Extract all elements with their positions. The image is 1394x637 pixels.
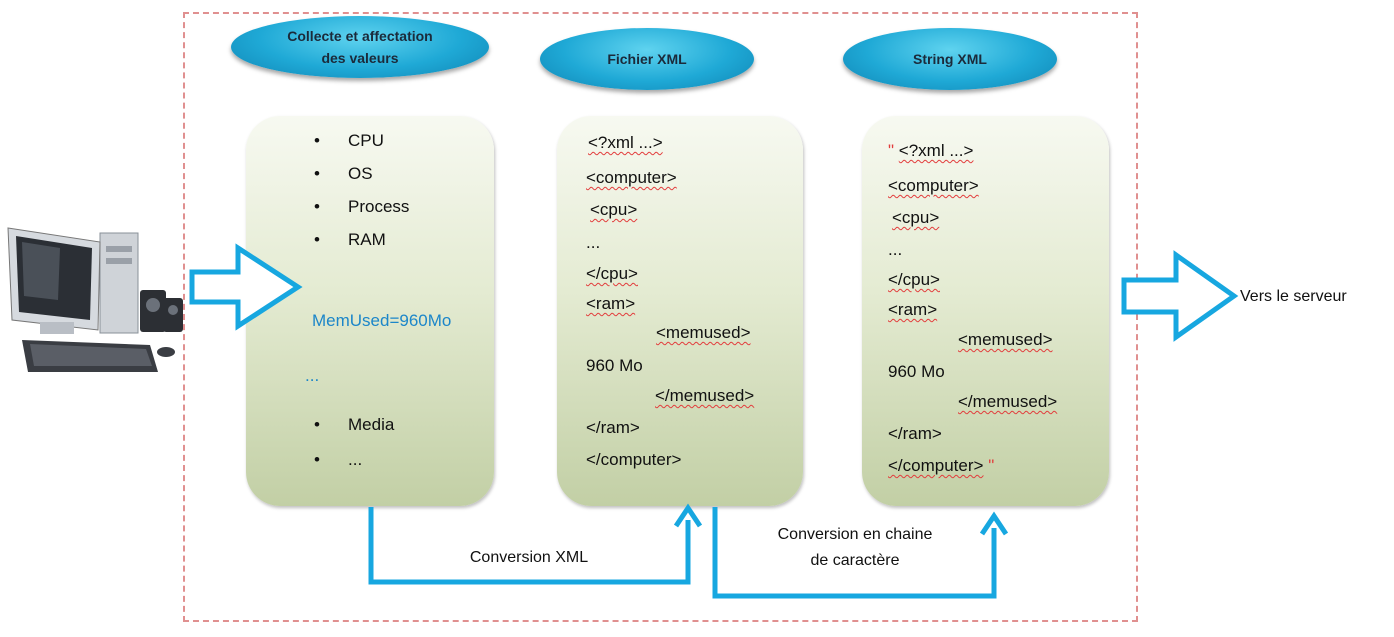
xml-string-header: String XML: [843, 28, 1057, 90]
string-line-cpu-close: </cpu>: [888, 270, 940, 289]
collect-item-process: Process: [314, 197, 410, 217]
conversion-string-label-line2: de caractère: [810, 552, 900, 569]
string-line-declaration: <?xml ...>: [898, 141, 974, 160]
xml-line-cpu-close: </cpu>: [586, 264, 638, 283]
conversion-xml-arrowhead: [673, 503, 703, 528]
collect-memused: MemUsed=960Mo: [312, 311, 452, 330]
input-arrow: [189, 243, 303, 331]
output-arrow: [1121, 250, 1239, 342]
string-line-computer-close: </computer>: [888, 456, 984, 475]
collect-item-media: Media: [314, 415, 395, 435]
string-close-quote: ": [988, 456, 995, 475]
server-label: Vers le serveur: [1240, 288, 1347, 305]
conversion-string-label: Conversion en chaine de caractère: [748, 522, 962, 574]
collect-item-cpu: CPU: [314, 131, 384, 151]
diagram-boundary: [183, 12, 1138, 622]
xml-file-header-label: Fichier XML: [607, 51, 687, 67]
collect-ellipsis: ...: [305, 366, 320, 385]
string-line-memused-value: 960 Mo: [888, 362, 945, 381]
string-line-cpu-ellipsis: ...: [888, 240, 903, 259]
string-open-quote: ": [888, 141, 895, 160]
string-line-memused-close: </memused>: [958, 392, 1058, 411]
collect-item-os: OS: [315, 164, 373, 184]
xml-string-header-label: String XML: [913, 51, 987, 67]
xml-line-memused-close: </memused>: [655, 386, 755, 405]
collect-header: Collecte et affectation des valeurs: [231, 16, 489, 78]
collect-header-line2: des valeurs: [321, 50, 399, 66]
xml-line-memused-open: <memused>: [656, 323, 751, 342]
string-line-ram-close: </ram>: [888, 424, 942, 443]
xml-line-memused-value: 960 Mo: [586, 356, 643, 375]
xml-line-computer-close: </computer>: [586, 450, 682, 469]
xml-file-header: Fichier XML: [540, 28, 754, 90]
collect-item-more: ...: [314, 450, 363, 470]
conversion-string-arrowhead: [979, 511, 1009, 536]
xml-line-declaration: <?xml ...>: [588, 133, 663, 152]
xml-line-cpu-open: <cpu>: [590, 200, 638, 219]
collect-header-line1: Collecte et affectation: [287, 28, 433, 44]
string-line-computer-open: <computer>: [888, 176, 979, 195]
conversion-xml-label: Conversion XML: [469, 549, 589, 566]
conversion-xml-connector: [368, 507, 691, 585]
conversion-string-label-line1: Conversion en chaine: [777, 526, 933, 543]
string-line-memused-open: <memused>: [958, 330, 1053, 349]
xml-line-ram-close: </ram>: [586, 418, 640, 437]
collect-item-ram: RAM: [314, 230, 386, 250]
conversion-string-connector: [712, 507, 997, 599]
string-line-ram-open: <ram>: [888, 300, 938, 319]
xml-line-computer-open: <computer>: [586, 168, 677, 187]
xml-string-card: [862, 116, 1109, 506]
xml-line-ram-open: <ram>: [586, 294, 636, 313]
xml-line-cpu-ellipsis: ...: [586, 233, 601, 252]
string-line-cpu-open: <cpu>: [892, 208, 940, 227]
xml-file-card: [557, 116, 803, 506]
